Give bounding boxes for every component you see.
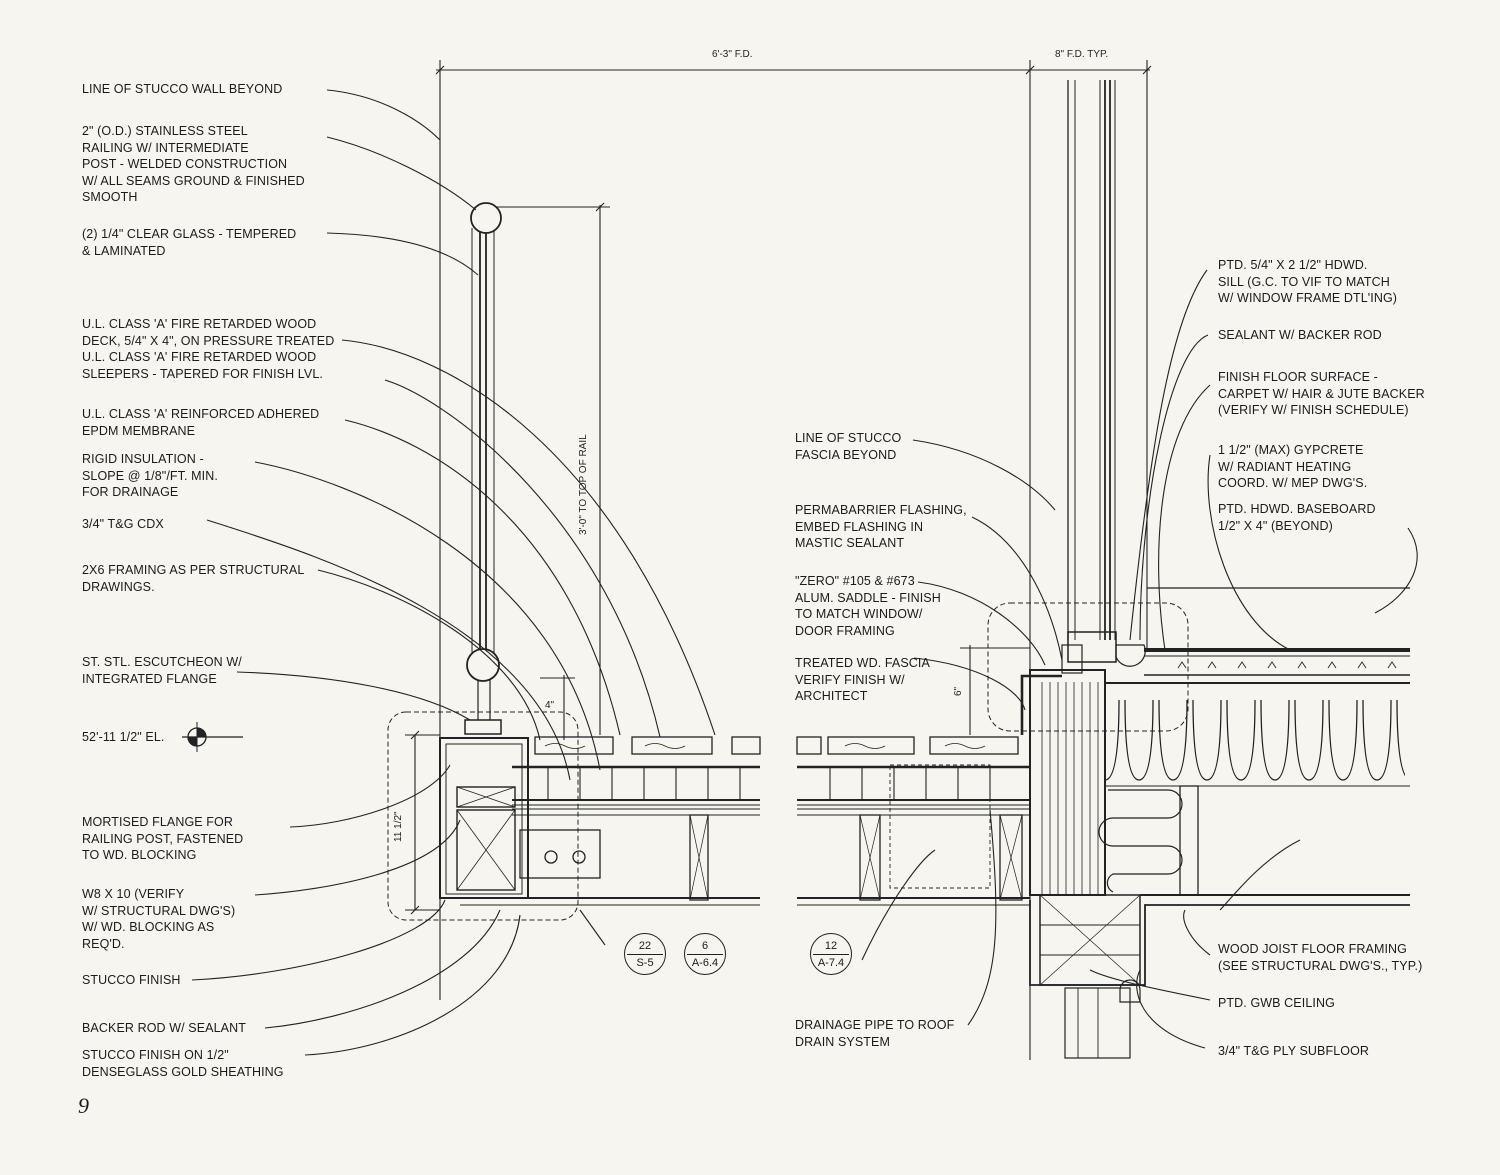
detail-tag-sheet: S-5 [636,957,654,969]
label-stucco-fascia-beyond: LINE OF STUCCO FASCIA BEYOND [795,431,902,462]
fascia-and-window [987,80,1410,1059]
label-stucco-finish: STUCCO FINISH [82,973,181,987]
label-backer-rod: BACKER ROD W/ SEALANT [82,1021,246,1035]
label-stainless-railing: 2" (O.D.) STAINLESS STEEL RAILING W/ INT… [82,124,305,204]
dim-offset-right: 6" [953,686,964,696]
detail-tag-sheet: A-7.4 [817,957,845,969]
label-wood-deck: U.L. CLASS 'A' FIRE RETARDED WOOD DECK, … [82,317,335,381]
label-sealant-backer-rod: SEALANT W/ BACKER ROD [1218,328,1382,342]
detail-tag-number: 6 [701,940,709,952]
label-permabarrier-flashing: PERMABARRIER FLASHING, EMBED FLASHING IN… [795,503,967,550]
label-tg-cdx: 3/4" T&G CDX [82,517,164,531]
label-baseboard: PTD. HDWD. BASEBOARD 1/2" X 4" (BEYOND) [1218,502,1376,533]
detail-tag-divider [687,954,723,955]
label-2x6-framing: 2X6 FRAMING AS PER STRUCTURAL DRAWINGS. [82,563,305,594]
dimension-lines [405,60,1152,1060]
detail-tag-sheet: A-6.4 [691,957,719,969]
label-finish-floor: FINISH FLOOR SURFACE - CARPET W/ HAIR & … [1218,370,1425,417]
dim-offset-left: 4" [545,700,555,711]
label-w8x10-beam: W8 X 10 (VERIFY W/ STRUCTURAL DWG'S) W/ … [82,887,236,951]
label-gypcrete: 1 1/2" (MAX) GYPCRETE W/ RADIANT HEATING… [1218,443,1368,490]
detail-tag-6-a64: 6 A-6.4 [684,933,726,975]
glass-railing [464,202,502,735]
label-stucco-wall-beyond: LINE OF STUCCO WALL BEYOND [82,82,283,96]
dim-beam-depth: 11 1/2" [393,811,404,842]
label-gwb-ceiling: PTD. GWB CEILING [1218,996,1335,1010]
label-mortised-flange: MORTISED FLANGE FOR RAILING POST, FASTEN… [82,815,244,862]
label-clear-glass: (2) 1/4" CLEAR GLASS - TEMPERED & LAMINA… [82,227,297,258]
label-alum-saddle: "ZERO" #105 & #673 ALUM. SADDLE - FINISH… [795,574,941,638]
detail-tag-divider [813,954,849,955]
label-hardwood-sill: PTD. 5/4" X 2 1/2" HDWD. SILL (G.C. TO V… [1218,258,1398,305]
label-ply-subfloor: 3/4" T&G PLY SUBFLOOR [1218,1044,1370,1058]
dim-right-width: 8" F.D. TYP. [1055,49,1109,60]
label-treated-fascia: TREATED WD. FASCIA VERIFY FINISH W/ ARCH… [795,656,930,703]
elevation-marker [182,722,243,752]
label-epdm-membrane: U.L. CLASS 'A' REINFORCED ADHERED EPDM M… [82,407,320,438]
leader-lines [191,89,1418,1056]
deck-right [796,736,1030,906]
label-drainage-pipe: DRAINAGE PIPE TO ROOF DRAIN SYSTEM [795,1018,955,1049]
label-denseglass-sheathing: STUCCO FINISH ON 1/2" DENSEGLASS GOLD SH… [82,1048,284,1079]
detail-tag-22-s5: 22 S-5 [624,933,666,975]
deck-left [512,736,761,901]
detail-tag-divider [627,954,663,955]
page-number: 9 [78,1093,89,1118]
elevation-label: 52'-11 1/2" EL. [82,730,165,744]
dim-rail-height: 3'-0" TO TOP OF RAIL [578,434,589,535]
label-rigid-insulation: RIGID INSULATION - SLOPE @ 1/8"/FT. MIN.… [82,452,218,499]
label-escutcheon: ST. STL. ESCUTCHEON W/ INTEGRATED FLANGE [82,655,242,686]
dim-overall-width: 6'-3" F.D. [712,49,753,60]
detail-tag-number: 22 [638,940,652,952]
beam-left [387,711,760,921]
label-joist-framing: WOOD JOIST FLOOR FRAMING (SEE STRUCTURAL… [1218,942,1423,973]
detail-tag-12-a74: 12 A-7.4 [810,933,852,975]
floor-assembly [1098,587,1410,896]
detail-tag-number: 12 [824,940,838,952]
